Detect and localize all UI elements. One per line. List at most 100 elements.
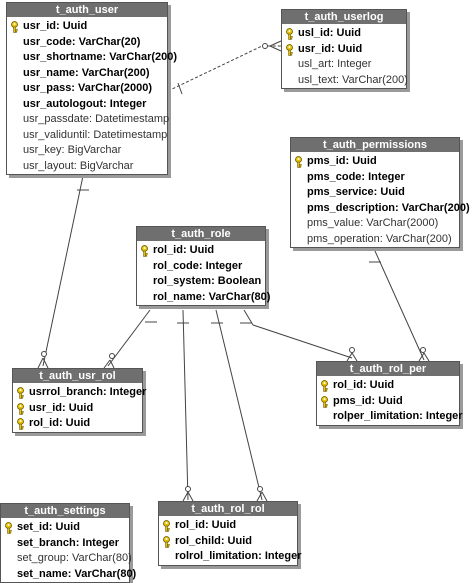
column-label: usr_id: Uuid	[29, 401, 94, 414]
column-label: set_id: Uuid	[17, 521, 80, 533]
column-row[interactable]: usl_art: Integer	[282, 57, 406, 73]
column-label: rol_id: Uuid	[333, 379, 395, 391]
primary-key-icon	[5, 522, 12, 534]
table-auth-settings[interactable]: t_auth_settings set_id: Uuid set_branch: I…	[0, 503, 136, 583]
column-row[interactable]: usr_id: Uuid	[7, 19, 167, 35]
column-label: pms_code: Integer	[307, 170, 405, 183]
table-columns: rol_id: Uuid pms_id: Uuid rolper_limitatio…	[317, 376, 463, 425]
column-label: usr_pass: VarChar(2000)	[23, 82, 153, 94]
table-columns: usr_id: Uuid usr_code: VarChar(20)usr_sho…	[7, 17, 177, 175]
column-label: usr_id: Uuid	[23, 20, 88, 32]
column-row[interactable]: usr_shortname: VarChar(200)	[7, 50, 177, 66]
column-row[interactable]: pms_code: Integer	[291, 170, 459, 186]
table-columns: rol_id: Uuid rol_child: Uuid rolrol_limita…	[159, 516, 302, 565]
column-row[interactable]: rol_code: Integer	[137, 259, 265, 275]
column-row[interactable]: rol_name: VarChar(80)	[137, 290, 270, 306]
primary-key-icon	[11, 21, 18, 33]
primary-key-icon	[295, 156, 302, 168]
column-row[interactable]: set_id: Uuid	[1, 520, 129, 536]
column-row[interactable]: usrrol_branch: Integer	[13, 385, 146, 401]
column-row[interactable]: rol_child: Uuid	[159, 534, 297, 550]
column-label: rol_id: Uuid	[153, 244, 215, 256]
column-row[interactable]: set_branch: Integer	[1, 536, 129, 552]
column-row[interactable]: usr_layout: BigVarchar	[7, 159, 167, 175]
column-row[interactable]: usr_autologout: Integer	[7, 97, 167, 113]
primary-key-icon	[321, 380, 328, 392]
relation-role-rolper[interactable]	[240, 309, 358, 362]
column-label: set_branch: Integer	[17, 536, 120, 549]
column-row[interactable]: usr_code: VarChar(20)	[7, 35, 167, 51]
column-row[interactable]: usr_passdate: Datetimestamp	[7, 112, 170, 128]
column-row[interactable]: usr_name: VarChar(200)	[7, 66, 167, 82]
column-label: usr_key: BigVarchar	[23, 144, 122, 156]
relation-role-rolrol-child[interactable]	[211, 309, 268, 502]
column-row[interactable]: rol_system: Boolean	[137, 274, 265, 290]
primary-key-icon	[17, 387, 24, 399]
column-label: usr_passdate: Datetimestamp	[23, 113, 170, 125]
column-label: rolper_limitation: Integer	[333, 410, 463, 422]
column-label: pms_service: Uuid	[307, 186, 405, 198]
primary-key-icon	[163, 520, 170, 532]
column-label: rolrol_limitation: Integer	[175, 550, 302, 562]
column-row[interactable]: usl_text: VarChar(200)	[282, 73, 408, 89]
table-title: t_auth_settings	[1, 504, 129, 518]
column-row[interactable]: rolrol_limitation: Integer	[159, 549, 302, 565]
column-label: usr_shortname: VarChar(200)	[23, 51, 178, 63]
primary-key-icon	[17, 402, 24, 415]
column-label: rol_id: Uuid	[29, 417, 91, 429]
column-row[interactable]: pms_description: VarChar(200)	[291, 201, 470, 217]
primary-key-icon	[286, 43, 293, 56]
column-row[interactable]: usr_key: BigVarchar	[7, 143, 167, 159]
column-row[interactable]: rol_id: Uuid	[159, 518, 297, 534]
column-label: rol_code: Integer	[153, 259, 243, 272]
table-auth-rol-rol[interactable]: t_auth_rol_rol rol_id: Uuid rol_child: Uui…	[158, 501, 302, 566]
column-label: rol_system: Boolean	[153, 275, 262, 287]
column-row[interactable]: pms_id: Uuid	[317, 394, 459, 410]
column-label: usr_name: VarChar(200)	[23, 66, 150, 79]
column-row[interactable]: set_name: VarChar(80)	[1, 567, 136, 583]
column-label: pms_id: Uuid	[333, 394, 403, 407]
column-row[interactable]: set_group: VarChar(80)	[1, 551, 132, 567]
primary-key-icon	[141, 245, 148, 257]
table-columns: pms_id: Uuid pms_code: Integer pms_service…	[291, 152, 470, 248]
column-label: usr_layout: BigVarchar	[23, 159, 134, 172]
column-label: set_group: VarChar(80)	[17, 552, 132, 564]
column-label: pms_id: Uuid	[307, 155, 377, 167]
table-title: t_auth_rol_rol	[159, 502, 297, 516]
column-row[interactable]: pms_id: Uuid	[291, 154, 459, 170]
table-title: t_auth_usr_rol	[13, 369, 142, 383]
table-title: t_auth_userlog	[282, 10, 406, 24]
column-row[interactable]: usr_id: Uuid	[13, 401, 142, 417]
column-row[interactable]: rol_id: Uuid	[317, 378, 459, 394]
relation-role-rolrol-parent[interactable]	[177, 309, 194, 502]
column-row[interactable]: usr_pass: VarChar(2000)	[7, 81, 167, 97]
primary-key-icon	[17, 418, 24, 430]
relation-role-usrrol[interactable]	[103, 309, 157, 369]
column-row[interactable]: usr_validuntil: Datetimestamp	[7, 128, 167, 144]
column-row[interactable]: rol_id: Uuid	[13, 416, 142, 432]
column-row[interactable]: pms_operation: VarChar(200)	[291, 232, 459, 248]
column-row[interactable]: usr_id: Uuid	[282, 42, 406, 58]
relation-user-userlog[interactable]	[167, 40, 282, 95]
column-label: usl_text: VarChar(200)	[298, 73, 408, 86]
relation-user-usrrol[interactable]	[37, 175, 89, 369]
column-row[interactable]: rolper_limitation: Integer	[317, 409, 463, 425]
column-row[interactable]: usl_id: Uuid	[282, 26, 406, 42]
column-row[interactable]: pms_service: Uuid	[291, 185, 459, 201]
column-row[interactable]: rol_id: Uuid	[137, 243, 265, 259]
column-label: rol_child: Uuid	[175, 534, 252, 547]
table-columns: set_id: Uuid set_branch: Integer set_group…	[1, 518, 136, 583]
column-label: usl_id: Uuid	[298, 27, 361, 39]
relation-permissions-rolper[interactable]	[369, 250, 430, 362]
column-row[interactable]: pms_value: VarChar(2000)	[291, 216, 459, 232]
column-label: usl_art: Integer	[298, 58, 372, 70]
column-label: rol_id: Uuid	[175, 519, 237, 531]
